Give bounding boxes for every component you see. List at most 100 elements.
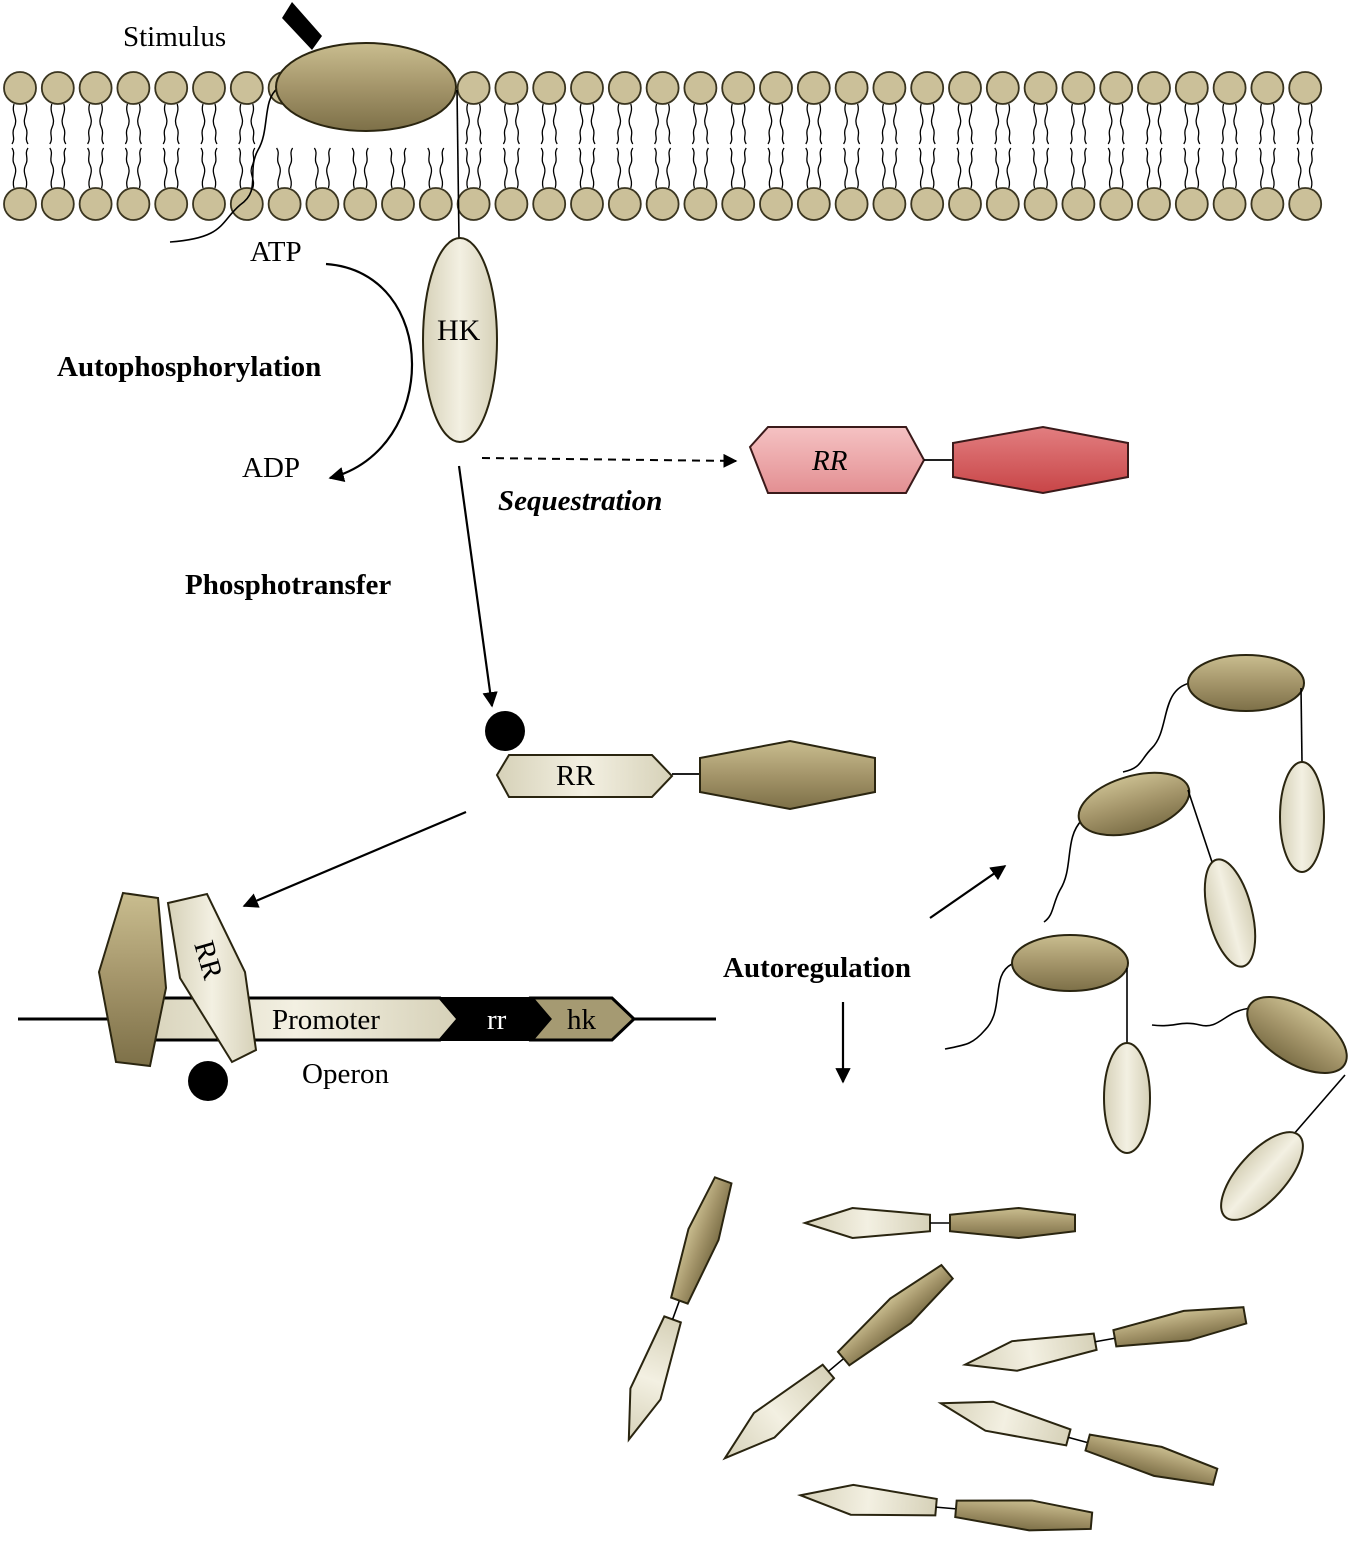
autoregulation-label: Autoregulation — [723, 952, 911, 984]
stimulus-label: Stimulus — [123, 21, 226, 53]
lipid-head — [1023, 71, 1058, 105]
rr-copy-linker — [935, 1506, 957, 1510]
rr-copy-linker — [1068, 1436, 1088, 1444]
lipid-tail — [880, 103, 886, 145]
lipid-tail — [1145, 103, 1151, 145]
rr-copy — [796, 1483, 1094, 1532]
lipid-tail — [276, 147, 281, 189]
rr-phosphorylated-receiver-domain — [495, 754, 674, 798]
lipid-head — [456, 187, 491, 221]
lipid-head — [1288, 187, 1323, 221]
lipid-tail — [1032, 103, 1037, 145]
lipid-tail — [1157, 147, 1163, 189]
lipid-tail — [1069, 103, 1075, 145]
lipid-tail — [502, 147, 508, 189]
lipid-tail — [212, 103, 218, 145]
adp-label: ADP — [242, 452, 300, 484]
lipid-tail — [994, 147, 1000, 189]
rr-copy-receiver-domain — [627, 1315, 683, 1443]
lipid-tail — [704, 103, 709, 145]
lipid-head — [229, 187, 264, 221]
lipid-head — [1099, 71, 1134, 105]
lipid-tail — [918, 147, 924, 189]
lipid-tail — [212, 147, 218, 189]
lipid-tail — [1145, 147, 1151, 189]
stimulus-arrow-icon — [282, 2, 322, 50]
lipid-tail — [439, 147, 445, 189]
rr-copy-linker — [671, 1300, 681, 1320]
lipid-head — [985, 71, 1020, 105]
lipid-tail — [23, 147, 29, 189]
lipid-tail — [578, 103, 584, 145]
lipid-tail — [1258, 103, 1264, 145]
lipid-head — [948, 187, 982, 221]
hk-copy — [1151, 995, 1348, 1221]
lipid-head — [1288, 71, 1323, 105]
lipid-tail — [930, 103, 936, 145]
lipid-head — [305, 187, 340, 221]
lipid-head — [154, 71, 189, 105]
lipid-tail — [855, 103, 861, 145]
lipid-tail — [1082, 103, 1087, 145]
lipid-tail — [61, 103, 67, 145]
lipid-tail — [427, 147, 433, 189]
lipid-tail — [1296, 103, 1302, 145]
lipid-tail — [1069, 147, 1075, 189]
lipid-tail — [1119, 103, 1125, 145]
lipid-tail — [654, 103, 659, 145]
rr-copy — [722, 1263, 955, 1461]
rr-sequestered-label: RR — [811, 445, 848, 477]
lipid-tail — [1221, 103, 1226, 145]
lipid-head — [1061, 71, 1096, 105]
lipid-head — [418, 187, 453, 221]
lipid-head — [1212, 187, 1247, 221]
hk-kinase-domain — [422, 237, 498, 443]
lipid-tail — [49, 103, 55, 145]
lipid-tail — [956, 103, 962, 145]
lipid-tail — [880, 147, 886, 189]
lipid-tail — [616, 147, 622, 189]
lipid-head — [645, 187, 680, 221]
lipid-head — [910, 71, 945, 105]
lipid-tail — [578, 147, 584, 189]
lipid-head — [192, 187, 226, 221]
lipid-tail — [1157, 103, 1163, 145]
lipid-tail — [1221, 147, 1226, 189]
rr-copy-receiver-domain — [937, 1400, 1072, 1447]
lipid-tail — [250, 103, 256, 145]
lipid-head — [759, 71, 793, 105]
lipid-tail — [401, 147, 407, 189]
lipid-tail — [779, 147, 785, 189]
rr-copy — [961, 1306, 1248, 1372]
lipid-tail — [843, 147, 848, 189]
lipid-head — [570, 71, 604, 105]
hk-label: HK — [437, 314, 481, 347]
lipid-tail — [843, 103, 848, 145]
lipid-tail — [174, 103, 180, 145]
lipid-tail — [124, 103, 130, 145]
lipid-head — [456, 71, 491, 105]
lipid-tail — [465, 103, 470, 145]
lipid-head — [796, 71, 831, 105]
lipid-tail — [893, 103, 898, 145]
operon-label: Operon — [302, 1058, 389, 1090]
lipid-tail — [1271, 147, 1276, 189]
lipid-head — [683, 187, 718, 221]
rr-copy-receiver-domain — [796, 1483, 938, 1517]
hk-transmembrane-tail — [169, 87, 279, 243]
lipid-head — [1023, 187, 1058, 221]
lipid-tail — [628, 103, 634, 145]
lipid-tail — [691, 103, 697, 145]
rr-copy-effector-domain — [1084, 1433, 1219, 1486]
lipid-tail — [779, 103, 785, 145]
lipid-tail — [515, 147, 520, 189]
lipid-head — [381, 187, 415, 221]
phosphate-group-bound-icon — [188, 1061, 228, 1101]
lipid-tail — [465, 147, 470, 189]
lipid-head — [1099, 187, 1134, 221]
lipid-tail — [1183, 103, 1189, 145]
rr-copy-linker — [827, 1357, 845, 1373]
lipid-head — [343, 187, 378, 221]
lipid-tail — [590, 103, 596, 145]
lipid-head — [532, 187, 567, 221]
